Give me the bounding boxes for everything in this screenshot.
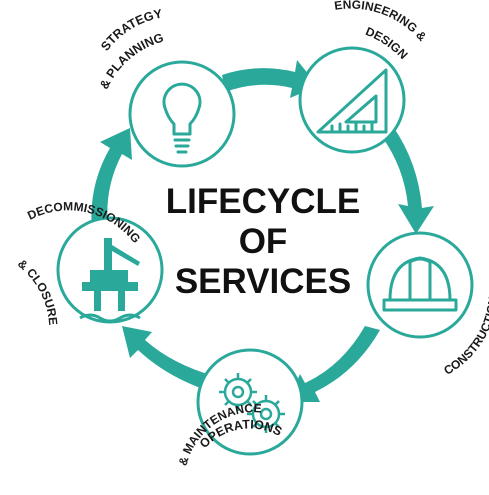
gears-icon	[219, 373, 285, 433]
center-title-line1: LIFECYCLE	[166, 182, 360, 221]
arrow-construction-to-operations	[288, 326, 380, 402]
arrow-engineering-to-construction	[380, 125, 434, 234]
stage-node-construction	[366, 231, 474, 339]
hard-hat-icon	[382, 256, 458, 312]
oil-rig-icon	[79, 238, 141, 323]
center-title: LIFECYCLE OF SERVICES	[166, 182, 360, 301]
arrow-strategy-to-engineering	[222, 60, 318, 98]
stage-node-operations	[196, 348, 304, 456]
stage-node-decommissioning	[56, 216, 164, 324]
stage-node-strategy	[128, 60, 236, 168]
arrow-decommissioning-to-strategy	[91, 128, 132, 230]
stage-label-decommissioning-line2: & CLOSURE	[15, 256, 60, 325]
stage-node-engineering	[298, 46, 406, 154]
set-square-icon	[316, 68, 388, 134]
cycle-ring	[91, 60, 434, 402]
center-title-line3: SERVICES	[175, 262, 351, 301]
center-title-line2: OF	[239, 222, 288, 261]
lightbulb-icon	[162, 82, 202, 154]
arrow-operations-to-decommissioning	[122, 326, 214, 392]
